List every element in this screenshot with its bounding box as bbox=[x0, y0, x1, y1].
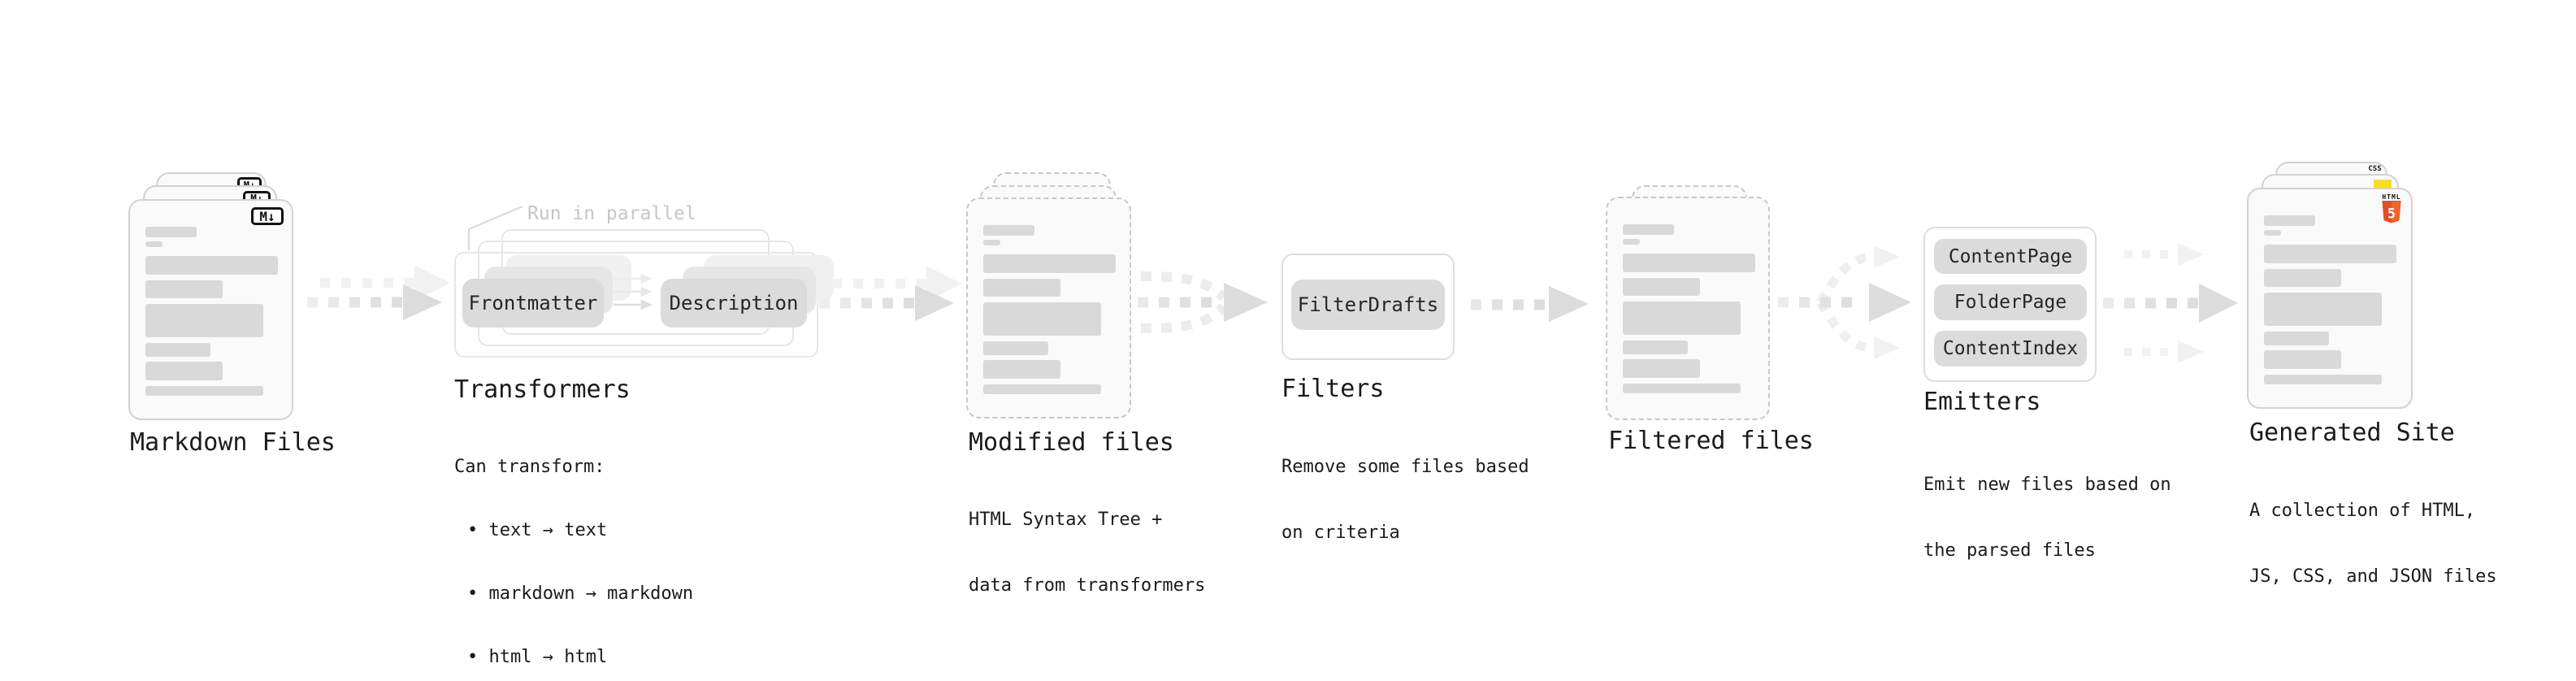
doc-text-bar bbox=[145, 343, 210, 357]
doc-text-bar bbox=[1623, 301, 1741, 335]
flow-arrow-icon bbox=[819, 266, 962, 321]
triple-arrow-icon bbox=[2103, 243, 2238, 363]
run-in-parallel-note: Run in parallel bbox=[527, 203, 696, 224]
generated-site-description: A collection of HTML, JS, CSS, and JSON … bbox=[2249, 456, 2497, 631]
doc-text-bar bbox=[2264, 269, 2341, 287]
filters-label: Filters bbox=[1281, 375, 1385, 403]
fanout-arrow-icon bbox=[1778, 245, 1911, 359]
parallel-box-front bbox=[454, 252, 818, 358]
doc-text-bar bbox=[2264, 350, 2341, 369]
emitter-chip-contentindex: ContentIndex bbox=[1934, 331, 2087, 367]
doc-text-bar bbox=[2264, 230, 2281, 236]
doc-text-bar bbox=[145, 304, 263, 337]
filtered-file-card bbox=[1606, 197, 1770, 420]
doc-text-bar bbox=[1623, 278, 1700, 296]
filtered-files-label: Filtered files bbox=[1608, 427, 1814, 455]
desc-line: on criteria bbox=[1281, 523, 1400, 543]
emitter-chip-folderpage: FolderPage bbox=[1934, 284, 2087, 320]
desc-line: Can transform: bbox=[454, 457, 605, 477]
doc-text-bar bbox=[2264, 332, 2329, 345]
desc-line: Emit new files based on bbox=[1923, 475, 2171, 495]
filters-description: Remove some files based on criteria bbox=[1281, 412, 1529, 588]
html5-icon: HTML 5 bbox=[2380, 193, 2403, 224]
doc-text-bar bbox=[1623, 254, 1755, 272]
doc-text-bar bbox=[1623, 384, 1741, 393]
desc-line: HTML Syntax Tree + bbox=[969, 510, 1163, 530]
doc-text-bar bbox=[983, 254, 1116, 273]
emitters-description: Emit new files based on the parsed files bbox=[1923, 430, 2171, 605]
transformers-label: Transformers bbox=[454, 375, 631, 404]
emitters-label: Emitters bbox=[1923, 388, 2041, 416]
doc-text-bar bbox=[983, 279, 1060, 297]
emitter-chip-contentpage: ContentPage bbox=[1934, 239, 2087, 274]
filter-chip-filterdrafts: FilterDrafts bbox=[1291, 280, 1445, 330]
desc-line: A collection of HTML, bbox=[2249, 501, 2476, 521]
doc-text-bar bbox=[1623, 239, 1640, 245]
doc-text-bar bbox=[2264, 215, 2315, 226]
transformer-chip-description: Description bbox=[661, 279, 807, 327]
markdown-icon: M↓ bbox=[251, 207, 284, 225]
markdown-file-card: M↓ bbox=[128, 199, 293, 420]
html5-icon-text: HTML bbox=[2382, 193, 2401, 201]
flow-arrow-icon bbox=[307, 265, 450, 320]
doc-text-bar bbox=[983, 360, 1060, 379]
doc-text-bar bbox=[983, 240, 1000, 245]
modified-files-label: Modified files bbox=[969, 428, 1174, 457]
doc-text-bar bbox=[145, 386, 263, 396]
note-leader-line bbox=[468, 206, 523, 250]
doc-text-bar bbox=[983, 384, 1101, 394]
doc-text-bar bbox=[145, 227, 197, 237]
transformers-description: Can transform: • text → text • markdown … bbox=[454, 414, 693, 681]
doc-text-bar bbox=[145, 256, 278, 275]
doc-text-bar bbox=[1623, 340, 1688, 354]
generated-site-label: Generated Site bbox=[2249, 419, 2455, 447]
desc-line: the parsed files bbox=[1923, 540, 2096, 561]
flow-arrow-icon bbox=[1471, 286, 1589, 322]
doc-text-bar bbox=[2264, 375, 2382, 384]
doc-text-bar bbox=[2264, 245, 2396, 263]
markdown-files-label: Markdown Files bbox=[130, 428, 336, 457]
doc-text-bar bbox=[145, 241, 163, 247]
doc-text-bar bbox=[983, 302, 1101, 336]
merge-arrow-icon bbox=[1138, 271, 1268, 333]
js-icon bbox=[2374, 180, 2392, 188]
parallel-arrows-icon bbox=[614, 273, 653, 310]
svg-text:5: 5 bbox=[2387, 206, 2396, 221]
desc-line: • markdown → markdown bbox=[467, 583, 694, 604]
desc-line: data from transformers bbox=[969, 575, 1206, 596]
modified-files-description: HTML Syntax Tree + data from transformer… bbox=[969, 465, 1205, 640]
doc-text-bar bbox=[2264, 293, 2382, 326]
desc-line: JS, CSS, and JSON files bbox=[2249, 566, 2497, 587]
site-file-card-html: HTML 5 bbox=[2247, 188, 2413, 409]
transformer-chip-frontmatter: Frontmatter bbox=[462, 279, 604, 327]
doc-text-bar bbox=[1623, 224, 1674, 235]
desc-line: • html → html bbox=[467, 647, 608, 667]
css-icon-text: CSS bbox=[2368, 165, 2382, 173]
modified-file-card bbox=[966, 197, 1131, 419]
html5-shield-icon: 5 bbox=[2382, 201, 2401, 223]
doc-text-bar bbox=[983, 225, 1034, 236]
desc-line: • text → text bbox=[467, 520, 608, 540]
desc-line: Remove some files based bbox=[1281, 457, 1529, 477]
doc-text-bar bbox=[983, 341, 1048, 355]
doc-text-bar bbox=[145, 362, 223, 380]
doc-text-bar bbox=[1623, 359, 1700, 378]
doc-text-bar bbox=[145, 280, 223, 298]
